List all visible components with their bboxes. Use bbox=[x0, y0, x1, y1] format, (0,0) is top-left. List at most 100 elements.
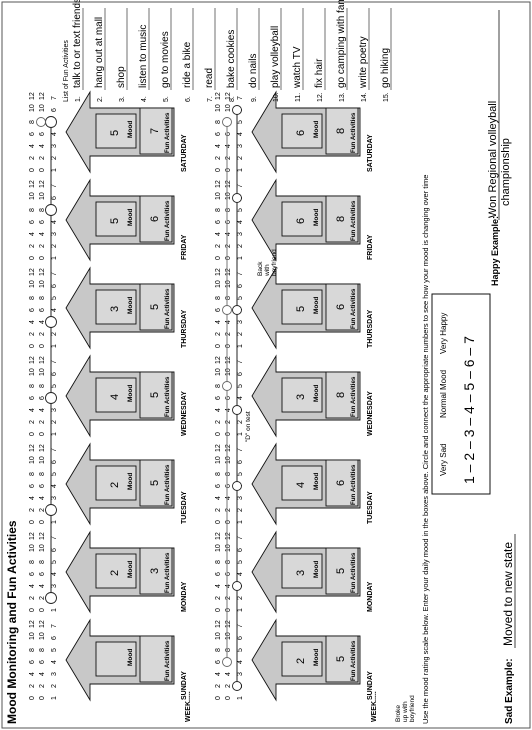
fun-activities-box[interactable] bbox=[325, 371, 359, 419]
mood-box[interactable] bbox=[281, 113, 323, 149]
mood-marker bbox=[45, 392, 57, 404]
fun-scale-tick: 0 bbox=[29, 168, 36, 172]
mood-scale-tick: 4 bbox=[51, 220, 58, 224]
mood-box[interactable] bbox=[95, 553, 137, 589]
fun-activities-box[interactable] bbox=[325, 547, 359, 595]
fun-activities-box[interactable] bbox=[139, 547, 173, 595]
fun-value: 6 bbox=[335, 480, 347, 486]
mood-box-label: Mood bbox=[127, 121, 134, 138]
mood-scale-tick: 6 bbox=[51, 548, 58, 552]
mood-scale-tick: 12 bbox=[225, 92, 232, 100]
mood-marker bbox=[232, 105, 242, 115]
mood-scale-tick: 7 bbox=[51, 184, 58, 188]
mood-scale-tick: 0 bbox=[39, 256, 46, 260]
fun-activities-box[interactable] bbox=[325, 459, 359, 507]
happy-example-line-1: Won Regional volleyball bbox=[487, 101, 499, 218]
mood-scale-tick: 7 bbox=[237, 448, 244, 452]
mood-scale-tick: 2 bbox=[225, 684, 232, 688]
mood-value: 2 bbox=[109, 482, 121, 488]
mood-box[interactable] bbox=[281, 377, 323, 413]
mood-scale-tick: 6 bbox=[225, 132, 232, 136]
mood-box[interactable] bbox=[281, 553, 323, 589]
fun-activities-box[interactable] bbox=[325, 195, 359, 243]
mood-scale-tick: 0 bbox=[225, 168, 232, 172]
mood-box[interactable] bbox=[281, 201, 323, 237]
mood-box[interactable] bbox=[95, 201, 137, 237]
mood-scale-tick: 1 bbox=[237, 344, 244, 348]
mood-box[interactable] bbox=[95, 377, 137, 413]
mood-scale-tick: 3 bbox=[51, 144, 58, 148]
mood-box[interactable] bbox=[281, 465, 323, 501]
fun-scale-tick: 4 bbox=[29, 584, 36, 588]
mood-scale-tick: 2 bbox=[39, 244, 46, 248]
mood-scale-tick: 2 bbox=[237, 420, 244, 424]
mood-scale-tick: 6 bbox=[39, 484, 46, 488]
mood-scale-tick: 3 bbox=[51, 672, 58, 676]
fun-scale-tick: 6 bbox=[215, 308, 222, 312]
mood-scale-tick: 6 bbox=[51, 372, 58, 376]
fun-scale-tick: 12 bbox=[215, 356, 222, 364]
mood-box[interactable] bbox=[281, 641, 323, 677]
mood-value: 2 bbox=[109, 570, 121, 576]
mood-scale-tick: 0 bbox=[39, 608, 46, 612]
activity-item: watch TV bbox=[292, 46, 303, 89]
mood-scale-tick: 5 bbox=[237, 120, 244, 124]
mood-value: 2 bbox=[295, 658, 307, 664]
mood-scale-tick: 2 bbox=[237, 244, 244, 248]
fun-scale-tick: 6 bbox=[29, 308, 36, 312]
fun-activities-box[interactable] bbox=[139, 459, 173, 507]
mood-scale-tick: 8 bbox=[225, 472, 232, 476]
mood-scale-tick: 6 bbox=[51, 108, 58, 112]
day-label: TUESDAY bbox=[181, 491, 188, 524]
mood-box[interactable] bbox=[95, 641, 137, 677]
fun-scale-tick: 0 bbox=[29, 256, 36, 260]
fun-activities-box[interactable] bbox=[139, 195, 173, 243]
fun-scale-tick: 8 bbox=[29, 560, 36, 564]
fun-activities-box[interactable] bbox=[325, 107, 359, 155]
mood-scale-tick: 6 bbox=[237, 284, 244, 288]
mood-marker bbox=[45, 116, 57, 128]
fun-scale-tick: 8 bbox=[215, 384, 222, 388]
mood-box-label: Mood bbox=[127, 561, 134, 578]
mood-scale-tick: 12 bbox=[39, 356, 46, 364]
fun-scale-tick: 4 bbox=[215, 672, 222, 676]
mood-marker bbox=[232, 581, 242, 591]
activity-number: 3. bbox=[119, 96, 126, 102]
mood-scale-tick: 12 bbox=[39, 532, 46, 540]
fun-scale-tick: 10 bbox=[215, 456, 222, 464]
mood-box[interactable] bbox=[95, 465, 137, 501]
fun-scale-tick: 4 bbox=[29, 408, 36, 412]
activity-item: fix hair bbox=[314, 58, 325, 88]
mood-box[interactable] bbox=[281, 289, 323, 325]
fun-activities-box[interactable] bbox=[325, 283, 359, 331]
fun-scale-tick: 0 bbox=[215, 520, 222, 524]
mood-box-label: Mood bbox=[127, 297, 134, 314]
mood-scale-tick: 12 bbox=[39, 620, 46, 628]
activity-number: 4. bbox=[141, 96, 148, 102]
fun-scale-tick: 12 bbox=[29, 92, 36, 100]
mood-scale-tick: 7 bbox=[51, 536, 58, 540]
mood-box[interactable] bbox=[95, 113, 137, 149]
mood-scale-tick: 4 bbox=[225, 496, 232, 500]
fun-activities-box[interactable] bbox=[139, 107, 173, 155]
mood-box[interactable] bbox=[95, 289, 137, 325]
fun-activities-box[interactable] bbox=[139, 283, 173, 331]
day-column: 0012224436648851010612127Mood2Fun Activi… bbox=[29, 442, 188, 526]
mood-scale-tick: 6 bbox=[51, 284, 58, 288]
mood-scale-tick: 3 bbox=[237, 496, 244, 500]
mood-scale-tick: 8 bbox=[225, 648, 232, 652]
mood-scale-tick: 3 bbox=[51, 408, 58, 412]
fun-activities-box[interactable] bbox=[139, 635, 173, 683]
fun-scale-tick: 2 bbox=[29, 420, 36, 424]
day-label: FRIDAY bbox=[181, 234, 188, 260]
activity-number: 1. bbox=[75, 96, 82, 102]
day-column: 0012224436648851010612127Mood3Fun Activi… bbox=[29, 266, 188, 350]
mood-box-label: Mood bbox=[313, 209, 320, 226]
fun-activities-box[interactable] bbox=[139, 371, 173, 419]
mood-marker bbox=[45, 592, 57, 604]
day-column: 0012224436648851010612127Mood6Fun Activi… bbox=[215, 178, 374, 262]
mood-scale-tick: 12 bbox=[39, 444, 46, 452]
mood-scale-tick: 2 bbox=[237, 508, 244, 512]
fun-activities-box[interactable] bbox=[325, 635, 359, 683]
mood-value: 5 bbox=[109, 130, 121, 136]
